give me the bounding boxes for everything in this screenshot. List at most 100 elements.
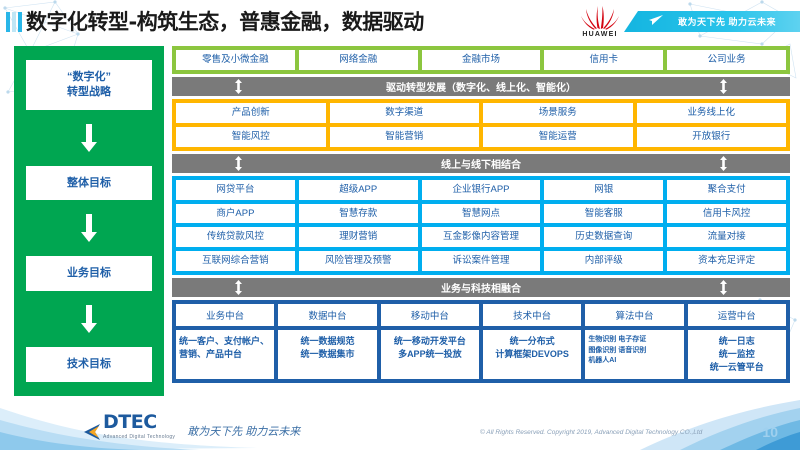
- business-item-credit-card[interactable]: 信用卡: [544, 50, 664, 70]
- business-item-corporate[interactable]: 公司业务: [667, 50, 786, 70]
- channel-item-litigation-case-mgmt[interactable]: 诉讼案件管理: [421, 251, 541, 272]
- channel-item-history-data-query[interactable]: 历史数据查询: [544, 227, 664, 248]
- strategy-box-digital-transformation[interactable]: “数字化” 转型战略: [26, 60, 152, 110]
- channel-item-internet-banking[interactable]: 网银: [544, 179, 664, 200]
- middle-platform-body-business: 统一客户、支付帐户、营销、产品中台: [176, 330, 275, 380]
- channel-row: 商户APP 智慧存款 智慧网点 智能客服 信用卡风控: [176, 203, 786, 224]
- arrow-down-icon: [81, 305, 97, 334]
- transformation-row: 智能风控 智能营销 智能运营 开放银行: [176, 126, 786, 147]
- channel-item-aggregate-payment[interactable]: 聚合支付: [667, 179, 786, 200]
- dtec-tagline: Advanced Digital Technology: [103, 434, 176, 440]
- middle-platform-body-technology: 统一分布式计算框架DEVOPS: [482, 330, 582, 380]
- transform-item-open-banking[interactable]: 开放银行: [636, 126, 786, 147]
- middle-platform-head-data[interactable]: 数据中台: [278, 304, 377, 327]
- middle-platform-body-mobile: 统一移动开发平台多APP统一投放: [380, 330, 479, 380]
- channel-item-credit-card-risk[interactable]: 信用卡风控: [667, 203, 786, 224]
- huawei-flower-icon: [581, 6, 619, 30]
- double-arrow-icon: [720, 78, 727, 94]
- title-accent-bars: [6, 12, 22, 32]
- slide-header: 数字化转型-构筑生态，普惠金融，数据驱动 HUAWEI 敢为天下先 助力云未来: [0, 0, 800, 46]
- business-item-financial-market[interactable]: 金融市场: [421, 50, 541, 70]
- middle-platform-column-business: 业务中台 统一客户、支付帐户、营销、产品中台: [176, 304, 275, 380]
- middle-platform-column-operation: 运营中台 统一日志统一监控统一云管平台: [687, 304, 786, 380]
- transform-item-business-online[interactable]: 业务线上化: [636, 102, 786, 123]
- dtec-arrow-icon: [84, 424, 100, 440]
- channel-item-smart-deposit[interactable]: 智慧存款: [298, 203, 418, 224]
- transform-item-smart-marketing[interactable]: 智能营销: [329, 126, 479, 147]
- middle-platform-column-mobile: 移动中台 统一移动开发平台多APP统一投放: [380, 304, 479, 380]
- divider-label: 驱动转型发展（数字化、线上化、智能化）: [386, 82, 576, 94]
- middle-platform-head-mobile[interactable]: 移动中台: [380, 304, 479, 327]
- middle-platform-body-algorithm: 生物识别 电子存证图像识别 语音识别机器人AI: [585, 330, 684, 380]
- middle-platform-head-algorithm[interactable]: 算法中台: [585, 304, 684, 327]
- middle-platform-column-technology: 技术中台 统一分布式计算框架DEVOPS: [482, 304, 582, 380]
- arrow-down-icon: [81, 123, 97, 152]
- business-item-online-finance[interactable]: 网络金融: [298, 50, 418, 70]
- divider-online-offline: 线上与线下相结合: [172, 153, 790, 173]
- arrow-down-icon: [81, 214, 97, 243]
- page-title: 数字化转型-构筑生态，普惠金融，数据驱动: [26, 10, 424, 34]
- paper-plane-icon: [648, 13, 664, 31]
- business-item-retail[interactable]: 零售及小微金融: [176, 50, 295, 70]
- strategy-column: “数字化” 转型战略 整体目标 业务目标 技术目标: [14, 46, 164, 396]
- huawei-wordmark: HUAWEI: [582, 31, 618, 38]
- channel-item-risk-mgmt-warning[interactable]: 风险管理及预警: [298, 251, 418, 272]
- channel-item-wealth-marketing[interactable]: 理财营销: [298, 227, 418, 248]
- divider-label: 业务与科技相融合: [441, 284, 521, 296]
- channel-item-internal-rating[interactable]: 内部评级: [544, 251, 664, 272]
- channel-row: 网贷平台 超级APP 企业银行APP 网银 聚合支付: [176, 179, 786, 200]
- channel-item-capital-adequacy[interactable]: 资本充足评定: [667, 251, 786, 272]
- divider-label: 线上与线下相结合: [441, 159, 521, 171]
- copyright-text: © All Rights Reserved. Copyright 2019, A…: [480, 429, 703, 436]
- channel-item-smart-customer-service[interactable]: 智能客服: [544, 203, 664, 224]
- dtec-wordmark: DTEC: [103, 411, 157, 433]
- double-arrow-icon: [235, 78, 242, 94]
- channel-item-enterprise-bank-app[interactable]: 企业银行APP: [421, 179, 541, 200]
- double-arrow-icon: [720, 155, 727, 171]
- channel-application-band: 网贷平台 超级APP 企业银行APP 网银 聚合支付 商户APP 智慧存款 智慧…: [172, 175, 790, 276]
- footer-swoosh-decoration: [0, 400, 800, 450]
- middle-platform-body-operation: 统一日志统一监控统一云管平台: [687, 330, 786, 380]
- double-arrow-icon: [235, 280, 242, 296]
- middle-platform-band: 业务中台 统一客户、支付帐户、营销、产品中台 数据中台 统一数据规范统一数据集市…: [172, 300, 790, 384]
- slide-footer: DTEC Advanced Digital Technology 敢为天下先 助…: [0, 396, 800, 450]
- middle-platform-body-data: 统一数据规范统一数据集市: [278, 330, 377, 380]
- transform-item-smart-risk-control[interactable]: 智能风控: [176, 126, 326, 147]
- channel-item-online-lending[interactable]: 网贷平台: [176, 179, 295, 200]
- divider-drive-transformation: 驱动转型发展（数字化、线上化、智能化）: [172, 76, 790, 96]
- transform-item-digital-channel[interactable]: 数字渠道: [329, 102, 479, 123]
- channel-row: 互联网综合营销 风险管理及预警 诉讼案件管理 内部评级 资本充足评定: [176, 251, 786, 272]
- channel-item-internet-marketing[interactable]: 互联网综合营销: [176, 251, 295, 272]
- strategy-box-line2: 转型战略: [67, 85, 111, 98]
- transform-item-scenario-service[interactable]: 场景服务: [483, 102, 633, 123]
- strategy-box-technology-goal[interactable]: 技术目标: [26, 347, 152, 382]
- transform-item-smart-operation[interactable]: 智能运营: [483, 126, 633, 147]
- huawei-slogan-banner: 敢为天下先 助力云未来: [624, 11, 800, 32]
- strategy-box-business-goal[interactable]: 业务目标: [26, 256, 152, 292]
- channel-item-smart-branch[interactable]: 智慧网点: [421, 203, 541, 224]
- layer-stack: 零售及小微金融 网络金融 金融市场 信用卡 公司业务 驱动转型发展（数字化、线上…: [172, 46, 790, 396]
- channel-item-image-content-mgmt[interactable]: 互金影像内容管理: [421, 227, 541, 248]
- double-arrow-icon: [235, 155, 242, 171]
- middle-platform-column-algorithm: 算法中台 生物识别 电子存证图像识别 语音识别机器人AI: [585, 304, 684, 380]
- channel-item-super-app[interactable]: 超级APP: [298, 179, 418, 200]
- business-line-band: 零售及小微金融 网络金融 金融市场 信用卡 公司业务: [172, 46, 790, 74]
- dtec-slogan: 敢为天下先 助力云未来: [187, 426, 301, 438]
- strategy-box-overall-goal[interactable]: 整体目标: [26, 165, 152, 201]
- middle-platform-column-data: 数据中台 统一数据规范统一数据集市: [278, 304, 377, 380]
- divider-business-tech-fusion: 业务与科技相融合: [172, 278, 790, 298]
- huawei-logo: HUAWEI: [578, 2, 622, 42]
- channel-item-traffic-docking[interactable]: 流量对接: [667, 227, 786, 248]
- channel-row: 传统贷款风控 理财营销 互金影像内容管理 历史数据查询 流量对接: [176, 227, 786, 248]
- middle-platform-head-technology[interactable]: 技术中台: [482, 304, 582, 327]
- middle-platform-grid: 业务中台 统一客户、支付帐户、营销、产品中台 数据中台 统一数据规范统一数据集市…: [176, 304, 786, 380]
- channel-item-traditional-loan-risk[interactable]: 传统贷款风控: [176, 227, 295, 248]
- middle-platform-head-operation[interactable]: 运营中台: [687, 304, 786, 327]
- middle-platform-head-business[interactable]: 业务中台: [176, 304, 275, 327]
- channel-item-merchant-app[interactable]: 商户APP: [176, 203, 295, 224]
- transform-item-product-innovation[interactable]: 产品创新: [176, 102, 326, 123]
- transformation-band: 产品创新 数字渠道 场景服务 业务线上化 智能风控 智能营销 智能运营 开放银行: [172, 98, 790, 151]
- dtec-logo: DTEC Advanced Digital Technology 敢为天下先 助…: [84, 413, 300, 440]
- architecture-diagram: “数字化” 转型战略 整体目标 业务目标 技术目标 零售及小微金融 网络金融 金…: [14, 46, 790, 396]
- page-number: 10: [762, 424, 778, 440]
